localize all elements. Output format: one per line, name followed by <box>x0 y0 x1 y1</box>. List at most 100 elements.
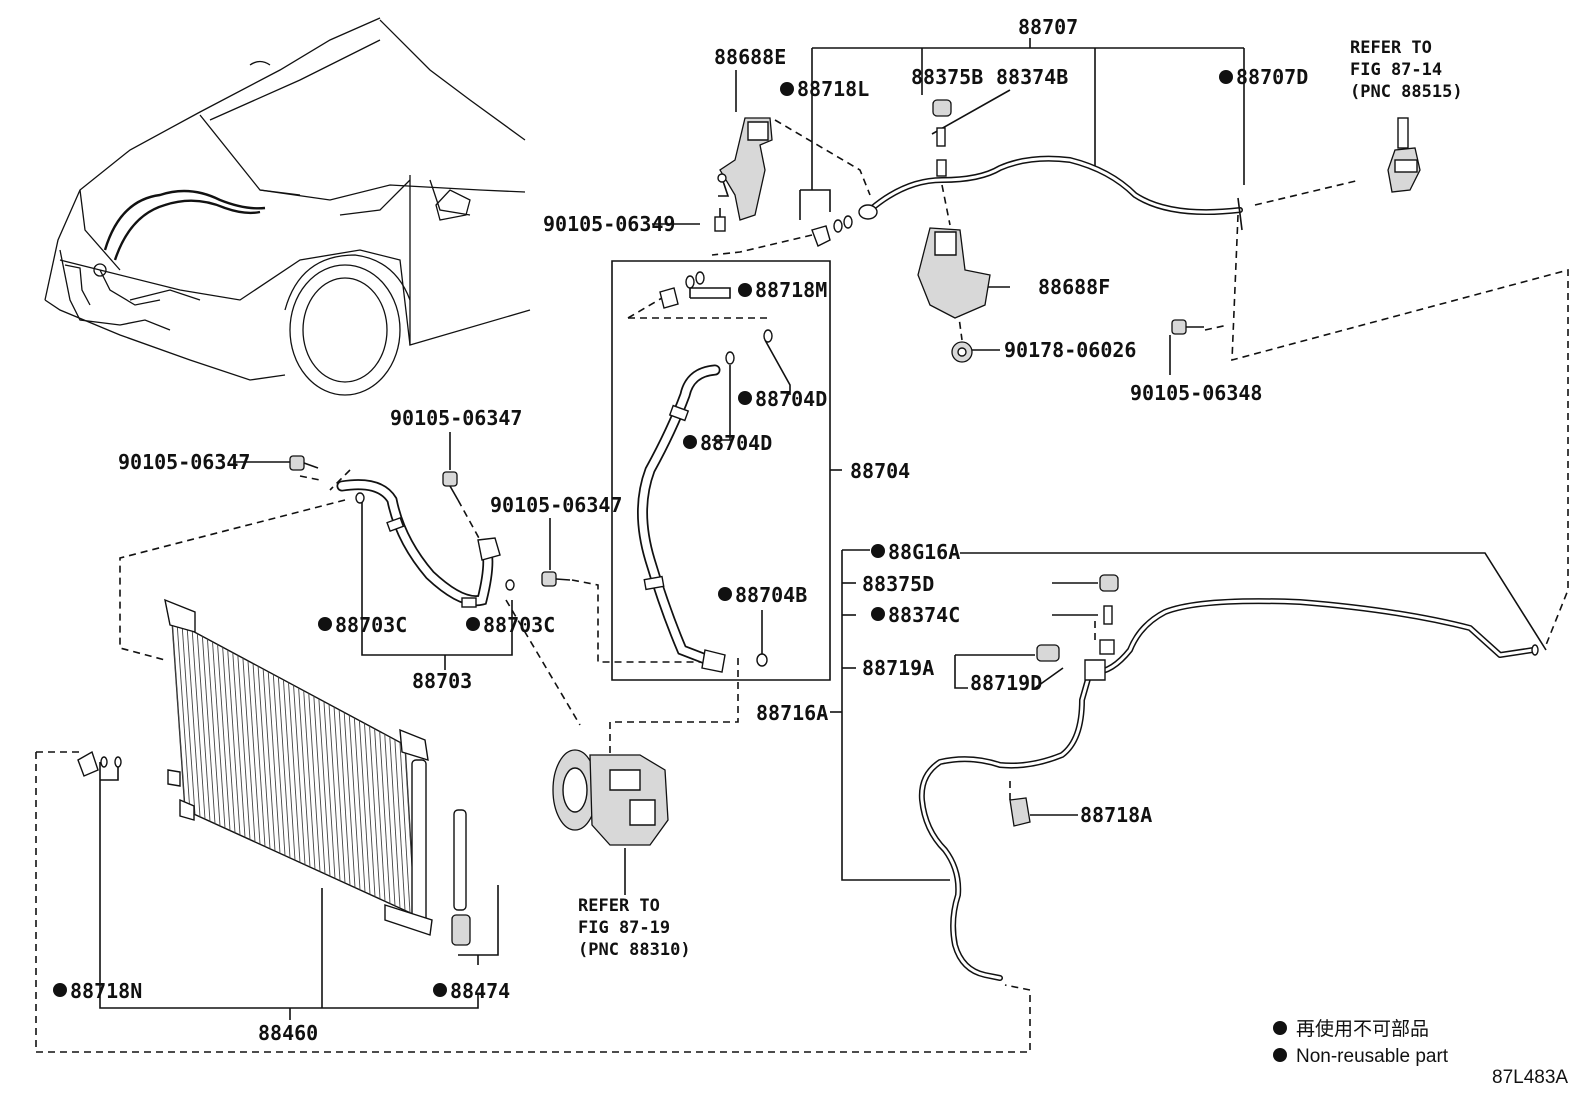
condenser-fin <box>358 720 371 895</box>
label-90105-06347-right: 90105-06347 <box>490 493 622 517</box>
discharge-hose-88704 <box>637 364 726 673</box>
bolt-90105-06347-mid <box>442 471 459 501</box>
clip-88718m <box>659 271 705 309</box>
label-88704d-b: 88704D <box>700 431 772 455</box>
condenser-fin <box>293 685 306 865</box>
label-88374c: 88374C <box>888 603 960 627</box>
condenser-fin <box>237 655 251 840</box>
legend-dot-en <box>1273 1048 1287 1062</box>
bracket-88688e <box>717 117 773 221</box>
nut-90178-06026 <box>951 341 973 363</box>
condenser-fin <box>379 731 391 904</box>
condenser-fin <box>217 644 231 831</box>
hose-88703 <box>336 479 515 608</box>
condenser-fin <box>282 679 296 861</box>
label-90105-06349: 90105-06349 <box>543 212 675 236</box>
label-88474: 88474 <box>450 979 510 1003</box>
cap-88375d <box>1099 574 1119 592</box>
cap-88375b <box>932 99 952 117</box>
bolt-90105-06347-right <box>541 571 571 587</box>
condenser-fin <box>348 715 361 890</box>
label-88375d: 88375D <box>862 572 934 596</box>
condenser-fin <box>338 709 351 886</box>
condenser-fin <box>272 674 286 856</box>
condenser-fin <box>384 734 396 906</box>
condenser-fin <box>196 633 211 822</box>
label-88688f: 88688F <box>1038 275 1110 299</box>
condenser-fin <box>257 666 271 849</box>
leader-lines <box>99 38 1547 1020</box>
non-reusable-dot <box>738 283 752 297</box>
condenser-fin <box>222 647 236 833</box>
label-88718m: 88718M <box>755 278 827 302</box>
label-90105-06347-left: 90105-06347 <box>118 450 250 474</box>
condenser-fin <box>181 625 196 815</box>
valve-core-88374b <box>936 127 946 147</box>
condenser-fin <box>277 677 291 858</box>
refer-fig-87-14-line3: (PNC 88515) <box>1350 82 1463 102</box>
condenser-fin <box>267 671 281 854</box>
label-88718n: 88718N <box>70 979 142 1003</box>
condenser-fin <box>288 682 301 863</box>
label-88374b: 88374B <box>996 65 1068 89</box>
non-reusable-dot <box>683 435 697 449</box>
condenser-fin <box>191 630 206 820</box>
label-90178-06026: 90178-06026 <box>1004 338 1136 362</box>
condenser-fin <box>399 742 411 913</box>
label-88688e: 88688E <box>714 45 786 69</box>
compressor <box>552 749 669 846</box>
legend-jp-text: 再使用不可部品 <box>1296 1018 1429 1040</box>
non-reusable-dot <box>466 617 480 631</box>
clip-88718n <box>77 750 122 777</box>
bolt-90105-06348 <box>1171 319 1204 335</box>
o-rings-88704 <box>725 329 773 667</box>
condenser-fin <box>262 668 276 852</box>
refer-fig-87-14-line2: FIG 87-14 <box>1350 60 1442 80</box>
label-88g16a: 88G16A <box>888 540 960 564</box>
label-88707: 88707 <box>1018 15 1078 39</box>
desiccant-88474 <box>451 809 471 946</box>
condenser-fin <box>298 687 311 868</box>
condenser-fin <box>343 712 356 888</box>
condenser-fin <box>333 706 346 884</box>
non-reusable-dot <box>433 983 447 997</box>
condenser-fin <box>364 723 376 897</box>
non-reusable-dot <box>738 391 752 405</box>
condenser-fin <box>247 660 261 845</box>
label-88460: 88460 <box>258 1021 318 1045</box>
label-88375b: 88375B <box>911 65 983 89</box>
non-reusable-dot <box>318 617 332 631</box>
suction-pipe-88707 <box>858 155 1243 231</box>
bolt-90105-06347-left <box>289 455 319 471</box>
condenser-fin <box>394 739 406 911</box>
condenser-fin <box>171 619 186 811</box>
label-88703c-b: 88703C <box>483 613 555 637</box>
bolt-90105-06349 <box>714 208 726 232</box>
legend-dot-jp <box>1273 1021 1287 1035</box>
label-88719a: 88719A <box>862 656 934 680</box>
condenser-88460 <box>164 598 433 936</box>
condenser-fin <box>318 698 331 877</box>
legend: 再使用不可部品 Non-reusable part 87L483A <box>1273 1018 1568 1088</box>
condenser-fin <box>389 736 401 909</box>
clip-88718l <box>811 215 853 247</box>
label-88704: 88704 <box>850 459 910 483</box>
condenser-fin <box>308 693 321 872</box>
valve-core-88374c <box>1099 605 1115 655</box>
condenser-fin <box>353 717 366 893</box>
label-88718l: 88718L <box>797 77 869 101</box>
part-labels: 88707 88688E 88718L 88375B 88374B 88707D… <box>53 15 1463 1045</box>
non-reusable-dot <box>871 607 885 621</box>
non-reusable-dot <box>718 587 732 601</box>
label-90105-06348: 90105-06348 <box>1130 381 1262 405</box>
condenser-fin <box>176 622 191 813</box>
condenser-fin <box>227 649 241 836</box>
condenser-fin <box>369 725 381 900</box>
refer-fig-87-19-line2: FIG 87-19 <box>578 918 670 938</box>
refer-fig-87-19-line3: (PNC 88310) <box>578 940 691 960</box>
condenser-fin <box>374 728 386 902</box>
clamp-88688f <box>917 227 991 319</box>
label-88704d-a: 88704D <box>755 387 827 411</box>
